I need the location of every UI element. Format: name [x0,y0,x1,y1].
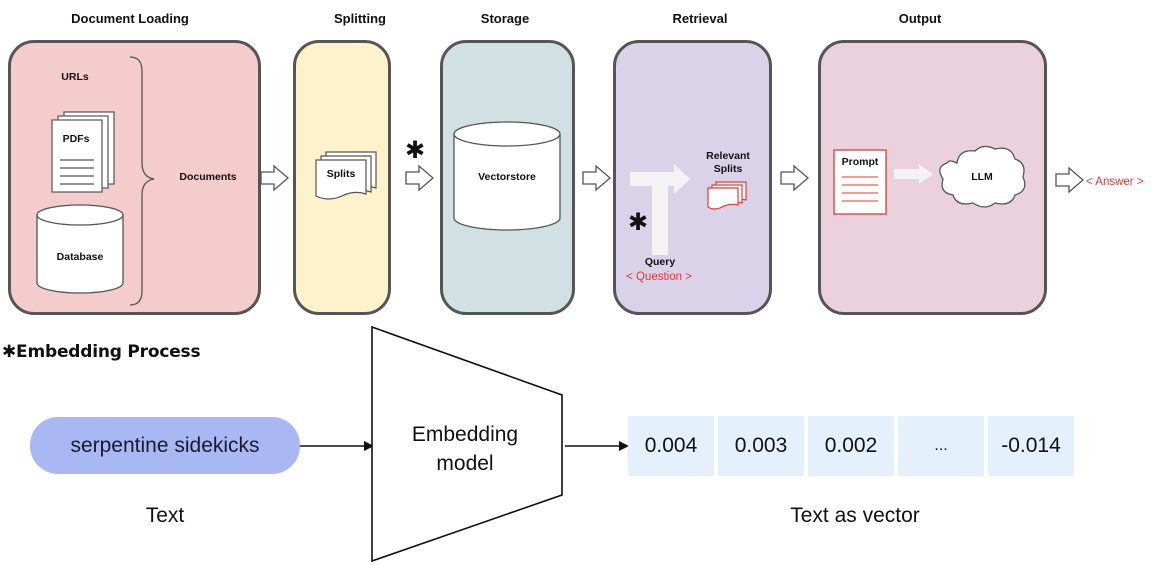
embedding-process-heading: ✱Embedding Process [2,342,201,362]
vector-cell: -0.014 [988,416,1074,476]
text-as-vector-caption: Text as vector [790,504,920,527]
llm-cloud-icon [939,145,1026,208]
relevant-splits-icon [707,181,747,210]
prompt-label: Prompt [841,156,879,168]
prompt-document-icon [833,149,887,215]
input-text-pill: serpentine sidekicks [30,417,300,474]
relevant-splits-label: Relevant Splits [706,150,750,175]
arrow-right-icon [582,164,611,192]
vector-cell-ellipsis: ... [898,416,984,476]
arrow-right-icon [405,164,434,192]
vector-cell: 0.004 [628,416,714,476]
splits-icon [315,151,377,200]
vectorstore-icon [453,121,561,231]
llm-label: LLM [971,171,993,183]
urls-label: URLs [61,71,89,83]
question-label: < Question > [626,271,692,283]
database-label: Database [56,251,104,263]
vector-cell: 0.003 [718,416,804,476]
pdfs-label: PDFs [62,133,90,145]
stage-title-output: Output [898,11,942,26]
pdfs-icon [51,111,115,193]
arrow-right-icon [260,164,289,192]
retrieval-asterisk-icon: ✱ [628,209,649,236]
vector-cell: 0.002 [808,416,894,476]
arrow-right-icon [780,164,809,192]
answer-label: < Answer > [1086,176,1144,188]
vectorstore-label: Vectorstore [478,171,536,183]
documents-label: Documents [179,171,237,183]
curly-brace [129,56,155,306]
embedding-asterisk-icon: ✱ [405,137,426,164]
stage-title-document-loading: Document Loading [71,11,189,26]
arrow-right-icon [1055,166,1084,194]
query-label: Query [644,256,676,268]
database-icon [36,204,124,294]
text-caption: Text [145,504,185,527]
model-to-vector-arrow [565,441,629,451]
embedding-model-trapezoid [371,325,563,563]
prompt-to-llm-arrow [894,164,933,184]
splits-label: Splits [326,168,356,180]
stage-title-retrieval: Retrieval [672,11,728,26]
stage-title-splitting: Splitting [334,11,386,26]
embedding-model-label: Embedding model [411,423,519,475]
retrieval-flow-arrow [630,164,690,255]
text-to-model-arrow [300,441,374,451]
stage-title-storage: Storage [480,11,530,26]
